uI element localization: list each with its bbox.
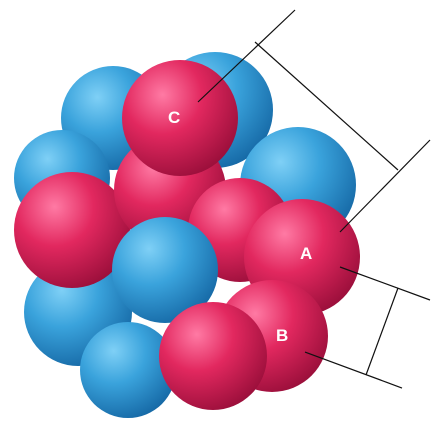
leader-line-b <box>305 352 402 388</box>
proton-bottom-front <box>159 302 267 410</box>
bracket-a-b-vertical <box>366 288 398 375</box>
label-b: B <box>276 326 288 345</box>
label-a: A <box>300 244 312 263</box>
label-c: C <box>168 108 180 127</box>
